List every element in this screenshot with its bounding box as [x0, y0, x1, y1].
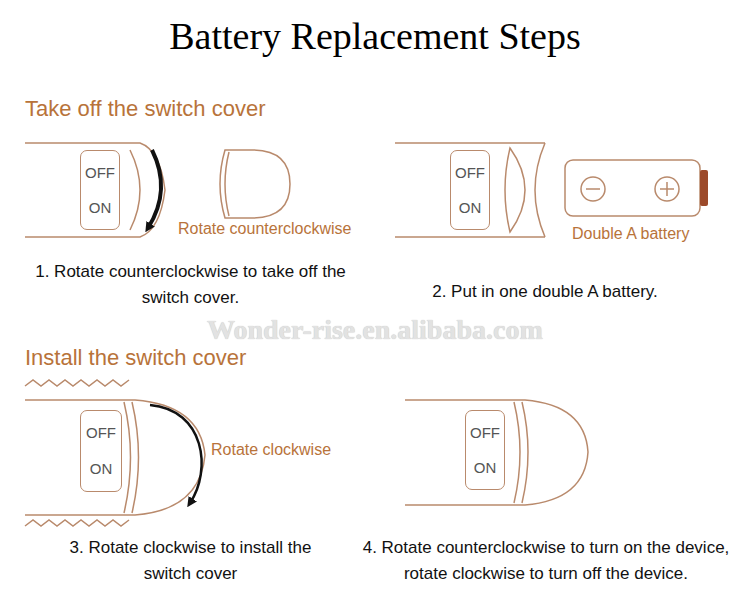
step-caption: 1. Rotate counterclockwise to take off t… [28, 259, 353, 311]
minus-sign [586, 188, 600, 190]
switch-label: OFF [455, 164, 485, 182]
cw-arrow [150, 405, 202, 503]
switch-label: OFF [85, 164, 115, 182]
device-body [25, 143, 165, 237]
diagram-title: Battery Replacement Steps [0, 14, 750, 58]
device-body [395, 143, 545, 237]
step-caption: 2. Put in one double A battery. [380, 279, 710, 305]
annotation: Double A battery [572, 225, 689, 243]
switch-label: ON [90, 460, 113, 478]
switch-label: OFF [470, 424, 500, 442]
device-lens [505, 148, 525, 232]
ccw-arrow [148, 150, 161, 228]
device-rim [535, 143, 545, 237]
step-caption: 4. Rotate counterclockwise to turn on th… [348, 535, 744, 587]
annotation: Rotate counterclockwise [178, 220, 351, 238]
device-rim [124, 402, 139, 513]
device-body [25, 400, 205, 515]
switch-label: ON [474, 459, 497, 477]
battery-minus [581, 177, 605, 201]
vibration-zigzag [25, 380, 129, 386]
switch-cover [220, 150, 290, 218]
switch-panel: OFF ON [450, 150, 490, 230]
device-rim [130, 150, 140, 230]
battery [565, 160, 700, 216]
step-caption: 3. Rotate clockwise to install the switc… [68, 535, 313, 587]
cover-edge [225, 152, 229, 216]
watermark: Wonder-rise.en.alibaba.com [207, 314, 543, 346]
section-heading: Install the switch cover [25, 345, 246, 371]
device-body [405, 400, 588, 505]
section-heading: Take off the switch cover [25, 96, 266, 122]
plus-sign [660, 182, 674, 196]
battery-plus [655, 177, 679, 201]
battery-terminal [700, 170, 708, 206]
switch-label: ON [89, 199, 112, 217]
switch-panel: OFF ON [80, 410, 122, 492]
switch-panel: OFF ON [465, 410, 505, 490]
switch-label: OFF [86, 424, 116, 442]
annotation: Rotate clockwise [211, 441, 331, 459]
switch-label: ON [459, 199, 482, 217]
device-rim [514, 402, 528, 503]
switch-panel: OFF ON [80, 150, 120, 230]
vibration-zigzag [25, 520, 129, 526]
